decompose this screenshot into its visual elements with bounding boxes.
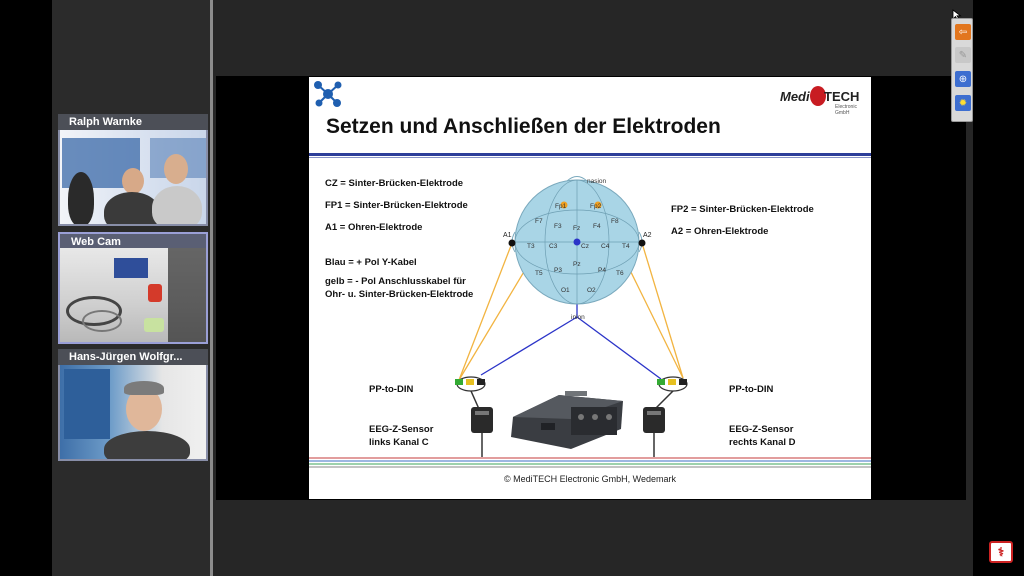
label-t6: T6 <box>616 270 624 277</box>
label-a2-electrode: A2 <box>643 232 652 239</box>
person-hair <box>124 381 164 395</box>
label-t4: T4 <box>622 243 630 250</box>
label-o1: O1 <box>561 287 570 294</box>
annotation-toolbar: ⇦ ✎ ⊕ ✹ <box>951 18 973 122</box>
label-fp2-electrode: Fp2 <box>590 203 602 210</box>
amplifier-device <box>511 391 623 449</box>
slide-footer: © MediTECH Electronic GmbH, Wedemark <box>503 474 676 484</box>
banner-image <box>64 369 110 439</box>
pp-to-din-left-connector <box>455 376 486 392</box>
brand-italic-text: Medi <box>780 89 810 104</box>
label-sensor-left: EEG-Z-Sensor <box>369 424 434 435</box>
cable-object <box>82 310 122 332</box>
label-c3: C3 <box>549 243 558 250</box>
bottle-object <box>148 284 162 302</box>
label-pp-right: PP-to-DIN <box>729 384 774 395</box>
label-p3: P3 <box>554 267 562 274</box>
participant-video <box>58 130 208 226</box>
presentation-slide: Medi TECH Electronic GmbH Setzen und Ans… <box>309 77 871 499</box>
slide-title: Setzen und Anschließen der Elektroden <box>326 115 721 138</box>
caduceus-icon <box>810 86 826 106</box>
participant-tile-ralph[interactable]: Ralph Warnke <box>58 114 208 226</box>
label-f8: F8 <box>611 218 619 225</box>
participant-tile-webcam[interactable]: Web Cam <box>58 232 208 344</box>
person-body <box>104 192 160 224</box>
shadow-area <box>168 248 206 342</box>
label-sensor-right-channel: rechts Kanal D <box>729 437 796 448</box>
participant-tile-hans[interactable]: Hans-Jürgen Wolfgr... <box>58 349 208 461</box>
label-sensor-right: EEG-Z-Sensor <box>729 424 794 435</box>
label-f3: F3 <box>554 223 562 230</box>
label-cz: CZ = Sinter-Brücken-Elektrode <box>325 178 464 189</box>
participant-video <box>58 248 208 344</box>
device-object <box>114 258 148 278</box>
person-silhouette <box>68 172 94 224</box>
label-f4: F4 <box>593 223 601 230</box>
label-t5: T5 <box>535 270 543 277</box>
label-sensor-left-channel: links Kanal C <box>369 437 429 448</box>
label-fp1: FP1 = Sinter-Brücken-Elektrode <box>325 200 468 211</box>
label-pp-left: PP-to-DIN <box>369 384 414 395</box>
label-fp1-electrode: Fp1 <box>555 203 567 210</box>
label-f7: F7 <box>535 218 543 225</box>
label-cable-yellow: gelb = - Pol Anschlusskabel für <box>325 276 466 287</box>
brand-bold-text: TECH <box>824 89 860 104</box>
label-cable-yellow-2: Ohr- u. Sinter-Brücken-Elektrode <box>325 289 474 300</box>
label-pz: Pz <box>573 261 581 268</box>
person-body <box>152 186 202 224</box>
label-inion: inion <box>571 314 585 321</box>
lightbulb-icon[interactable]: ✹ <box>955 95 971 111</box>
brand-logo: Medi TECH Electronic GmbH <box>780 85 866 116</box>
label-t3: T3 <box>527 243 535 250</box>
label-fp2: FP2 = Sinter-Brücken-Elektrode <box>671 204 814 215</box>
molecule-logo-icon <box>314 81 342 107</box>
panel-splitter[interactable] <box>210 0 213 576</box>
app-logo-icon[interactable]: ⚕ <box>989 541 1013 563</box>
footer-rules <box>309 457 871 468</box>
label-a2: A2 = Ohren-Elektrode <box>671 226 769 237</box>
label-p4: P4 <box>598 267 606 274</box>
pen-icon[interactable]: ✎ <box>955 47 971 63</box>
label-a1: A1 = Ohren-Elektrode <box>325 222 423 233</box>
participant-name: Ralph Warnke <box>58 114 208 130</box>
eeg-sensor-right <box>643 390 674 457</box>
brand-subtitle: Electronic GmbH <box>835 104 857 116</box>
title-divider <box>309 157 871 158</box>
title-divider <box>309 153 871 156</box>
person-head <box>164 154 188 184</box>
label-a1-electrode: A1 <box>503 232 512 239</box>
back-arrow-icon[interactable]: ⇦ <box>955 24 971 40</box>
label-cz-electrode: Cz <box>581 243 589 250</box>
label-cable-blue: Blau = + Pol Y-Kabel <box>325 257 417 268</box>
participant-name: Hans-Jürgen Wolfgr... <box>58 349 208 365</box>
label-c4: C4 <box>601 243 610 250</box>
eeg-sensor-left <box>470 390 493 457</box>
pp-to-din-right-connector <box>657 376 688 392</box>
pointer-icon[interactable]: ⊕ <box>955 71 971 87</box>
label-o2: O2 <box>587 287 596 294</box>
label-fz: Fz <box>573 225 580 232</box>
person-head <box>122 168 144 194</box>
label-nasion: nasion <box>587 178 607 185</box>
participant-video <box>58 365 208 461</box>
right-panel <box>973 0 1024 576</box>
jar-object <box>144 318 164 332</box>
person-body <box>104 431 190 459</box>
participant-name: Web Cam <box>58 232 208 248</box>
electrode-diagram: nasion inion A1 A2 Fp1 Fp2 F7 F3 Fz F4 F… <box>455 176 688 457</box>
